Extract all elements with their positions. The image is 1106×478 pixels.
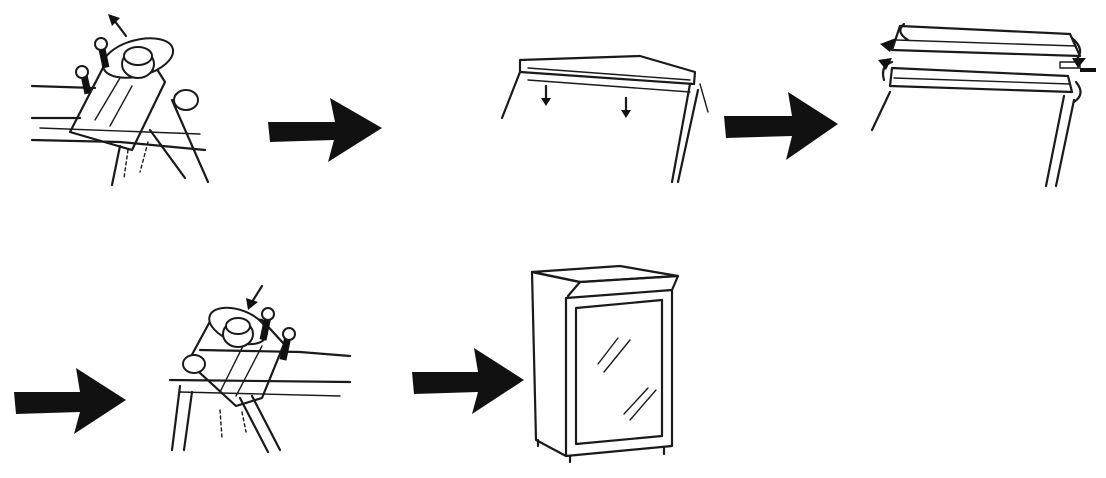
- screw-icon: [259, 307, 275, 341]
- screw-icon: [94, 37, 110, 69]
- down-arrow-icon: [621, 96, 631, 118]
- step-5-refrigerator-icon: [530, 264, 680, 464]
- screw-icon: [279, 327, 296, 361]
- down-arrow-icon: [246, 284, 264, 310]
- step-3-door-rotate-icon: [870, 22, 1096, 188]
- arrow-right-icon: [724, 92, 838, 160]
- step-4-hinge-reinstall-icon: [168, 284, 352, 454]
- arrow-right-icon: [268, 98, 382, 162]
- step-1-hinge-removal-icon: [30, 14, 210, 187]
- step-2-door-lift-icon: [500, 54, 709, 184]
- up-arrow-icon: [108, 14, 128, 38]
- arrow-right-icon: [412, 348, 524, 414]
- screw-icon: [75, 65, 92, 95]
- rotate-arrow-icon: [878, 22, 1086, 104]
- arrow-right-icon: [14, 368, 126, 434]
- down-arrow-icon: [541, 84, 551, 106]
